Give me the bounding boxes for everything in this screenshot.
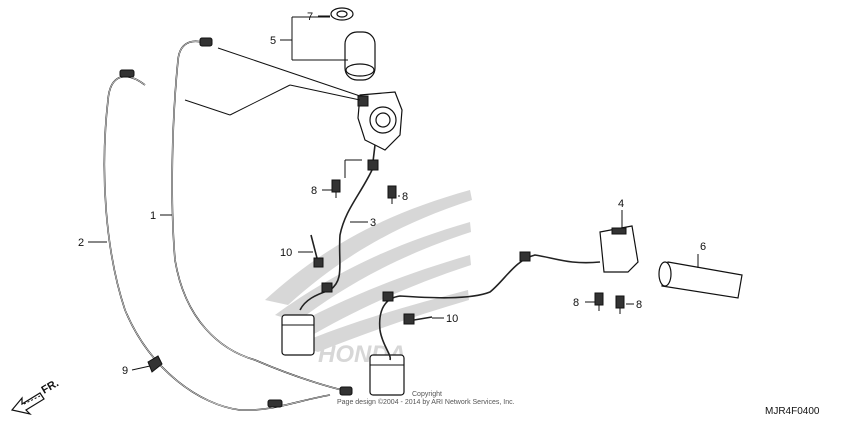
- callout-8a: 8: [311, 185, 317, 197]
- callout-2: 2: [78, 237, 84, 249]
- callout-10b: 10: [446, 313, 458, 325]
- callout-6: 6: [700, 241, 706, 253]
- callout-1: 1: [150, 210, 156, 222]
- callout-8c: 8: [573, 297, 579, 309]
- bolt-8d: [615, 295, 625, 314]
- bolt-8b: [387, 185, 397, 204]
- clip-10b: [403, 313, 433, 325]
- front-direction-arrow: FR.: [10, 377, 61, 416]
- copyright-line-2: Page design ©2004 - 2014 by ARI Network …: [337, 398, 515, 406]
- callout-3: 3: [370, 217, 376, 229]
- throttle-grip-5: [344, 31, 376, 81]
- callout-7: 7: [307, 11, 313, 23]
- copyright-line-1: Copyright: [412, 391, 442, 398]
- callout-4: 4: [618, 198, 624, 210]
- bolt-8a: [331, 179, 341, 198]
- throttle-cable-1: [171, 37, 353, 396]
- callout-10a: 10: [280, 247, 292, 259]
- left-grip-6: [658, 261, 743, 299]
- diagram-code: MJR4F0400: [765, 406, 820, 417]
- callout-5: 5: [270, 35, 276, 47]
- bolt-8c: [594, 292, 604, 311]
- clip-9: [147, 355, 163, 373]
- throttle-cable-2: [103, 69, 331, 412]
- left-switch-housing-4: [599, 225, 639, 273]
- callout-8b: 8: [402, 191, 408, 203]
- front-direction-label: FR.: [40, 377, 61, 396]
- callout-8d: 8: [636, 299, 642, 311]
- honda-wing-watermark: HONDA: [265, 190, 472, 368]
- leader-lines: [88, 15, 699, 371]
- left-switch-wire: [378, 251, 601, 361]
- switch-wire-3: [299, 144, 379, 311]
- connector-block-right: [369, 354, 405, 396]
- grip-end-7: [330, 7, 354, 21]
- connector-block-left: [281, 314, 315, 356]
- clip-10a: [310, 234, 324, 268]
- right-switch-housing: [357, 91, 403, 151]
- callout-9: 9: [122, 365, 128, 377]
